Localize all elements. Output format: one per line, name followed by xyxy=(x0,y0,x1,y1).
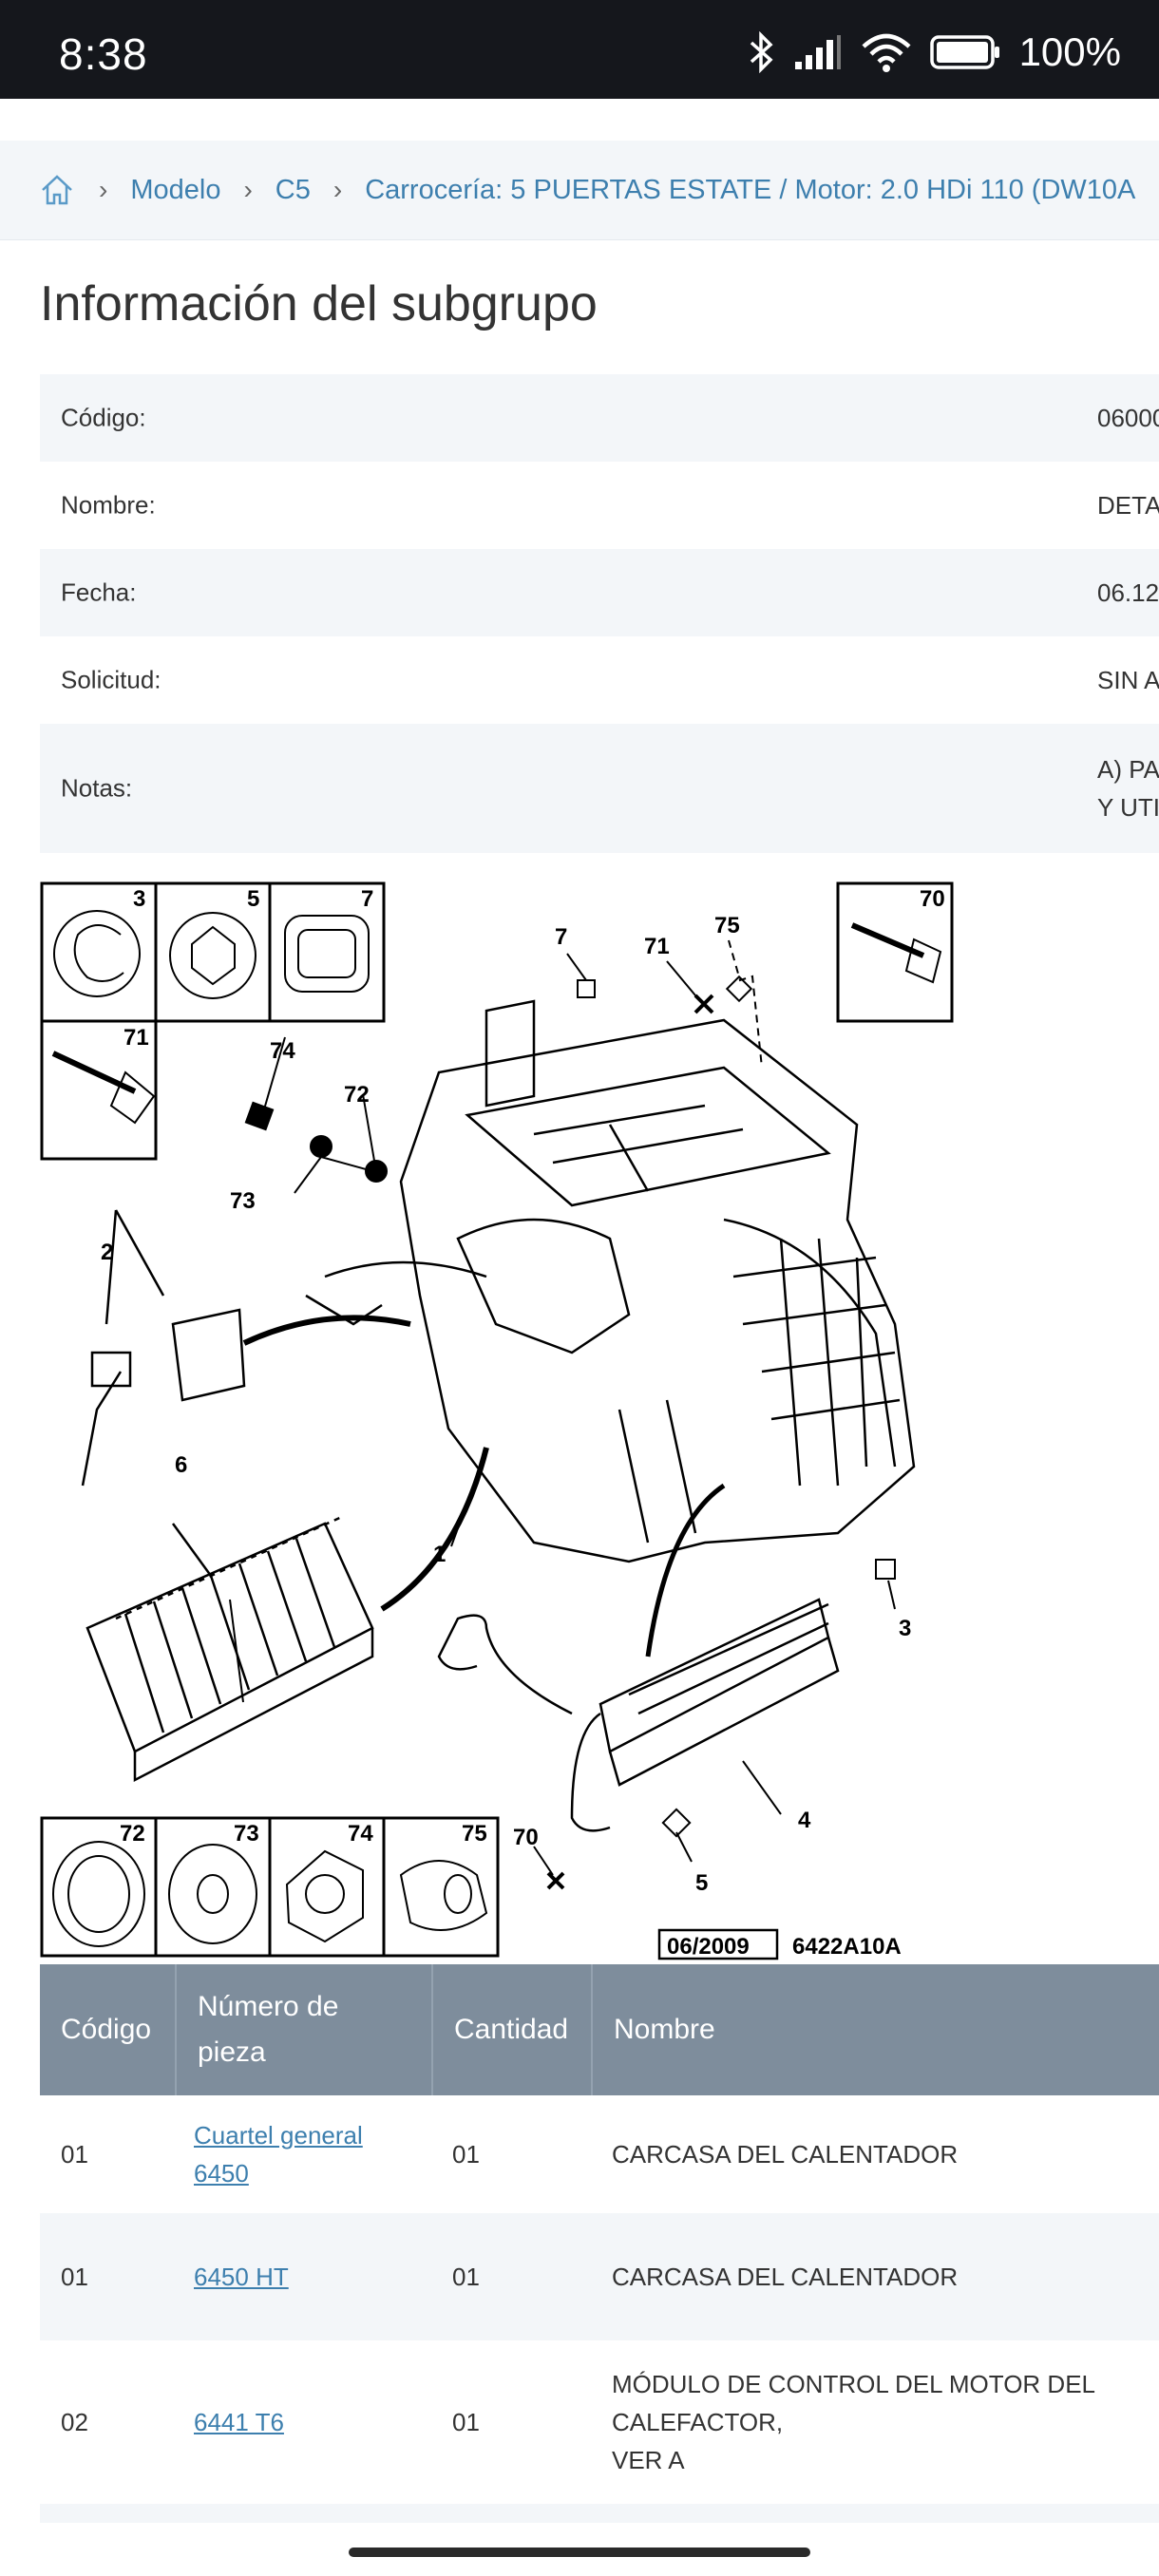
callout-4: 4 xyxy=(798,1808,811,1833)
callout-74: 74 xyxy=(270,1038,295,1064)
page-header-edge xyxy=(0,99,1159,142)
info-label: Notas: xyxy=(61,773,133,803)
status-bar: 8:38 100% xyxy=(0,0,1159,99)
parts-table-header: Código Número de pieza Cantidad Nombre xyxy=(40,1964,1159,2095)
inset-label-74: 74 xyxy=(348,1821,373,1847)
heater-radiator-drawing xyxy=(86,1447,489,1783)
header-quantity: Cantidad xyxy=(454,2014,569,2045)
breadcrumb-c5[interactable]: C5 xyxy=(275,174,311,205)
status-icons: 100% xyxy=(748,28,1121,76)
part-number-link[interactable]: 6450 HT xyxy=(194,2263,289,2291)
inset-label-72: 72 xyxy=(120,1821,145,1847)
heater-housing-drawing xyxy=(305,999,916,1563)
row-name: CARCASA DEL CALENTADOR xyxy=(612,2263,959,2291)
row-code: 02 xyxy=(61,2408,88,2436)
header-divider xyxy=(431,1964,433,2095)
callout-71: 71 xyxy=(644,934,670,959)
callout-73: 73 xyxy=(230,1188,256,1214)
inset-label-73: 73 xyxy=(234,1821,259,1847)
callout-72: 72 xyxy=(344,1082,370,1108)
table-row: 02 6441 T6 01 MÓDULO DE CONTROL DEL MOTO… xyxy=(40,2340,1159,2504)
inset-group-bottom-left xyxy=(40,1816,500,1958)
inset-label-7: 7 xyxy=(361,886,373,912)
header-divider xyxy=(591,1964,593,2095)
callout-6: 6 xyxy=(175,1452,187,1478)
notes-line-1: A) PA xyxy=(1097,755,1159,784)
info-row-request: Solicitud: SIN A xyxy=(40,636,1159,724)
row-quantity: 01 xyxy=(452,2140,480,2169)
header-part-line-2: pieza xyxy=(198,2036,266,2068)
info-row-name: Nombre: DETA xyxy=(40,462,1159,549)
bluetooth-icon xyxy=(750,31,773,73)
info-value: 06.12 xyxy=(1097,578,1159,607)
row-code: 01 xyxy=(61,2263,88,2291)
inset-group-top-left xyxy=(40,881,386,1161)
inset-label-5: 5 xyxy=(247,886,259,912)
table-row: 01 6450 HT 01 CARCASA DEL CALENTADOR xyxy=(40,2213,1159,2340)
battery-icon xyxy=(929,35,999,69)
info-value: A) PA Y UTI xyxy=(1097,750,1159,826)
breadcrumb-body-engine[interactable]: Carrocería: 5 PUERTAS ESTATE / Motor: 2.… xyxy=(365,174,1136,205)
status-time: 8:38 xyxy=(59,29,148,79)
inset-label-3: 3 xyxy=(133,886,145,912)
callout-1: 1 xyxy=(433,1542,446,1567)
breadcrumb-modelo[interactable]: Modelo xyxy=(130,174,221,205)
callout-3: 3 xyxy=(899,1616,911,1641)
signal-icon xyxy=(794,35,841,69)
callout-2: 2 xyxy=(101,1240,113,1265)
table-row xyxy=(40,2504,1159,2523)
notes-line-2: Y UTI xyxy=(1097,793,1159,822)
header-part-line-1: Número de xyxy=(198,1991,339,2022)
info-value: DETA xyxy=(1097,491,1159,520)
header-divider xyxy=(175,1964,177,2095)
callout-5: 5 xyxy=(695,1870,708,1896)
parts-diagram[interactable]: 3 5 7 71 70 xyxy=(40,878,990,1960)
callout-70: 70 xyxy=(513,1825,539,1850)
info-label: Nombre: xyxy=(61,490,156,520)
info-row-notes: Notas: A) PA Y UTI xyxy=(40,724,1159,853)
row-quantity: 01 xyxy=(452,2263,480,2291)
date-stamp: 06/2009 xyxy=(667,1934,750,1960)
row-quantity: 01 xyxy=(452,2408,480,2436)
fastener-markers xyxy=(244,975,896,1890)
info-row-date: Fecha: 06.12 xyxy=(40,549,1159,636)
wifi-icon xyxy=(862,33,911,72)
breadcrumb-separator: › xyxy=(332,175,343,204)
inset-label-70: 70 xyxy=(920,886,945,912)
leader-lines xyxy=(229,939,896,1876)
parts-table: Código Número de pieza Cantidad Nombre 01… xyxy=(40,1964,1159,2523)
breadcrumb-separator: › xyxy=(243,175,253,204)
date-stamp-box xyxy=(657,1928,779,1960)
home-indicator[interactable] xyxy=(349,2548,810,2557)
diagram-reference: 6422A10A xyxy=(792,1934,902,1960)
header-name: Nombre xyxy=(614,2014,715,2045)
info-row-code: Código: 06000 xyxy=(40,374,1159,462)
row-name: CARCASA DEL CALENTADOR xyxy=(612,2140,959,2169)
header-part-number: Número de pieza xyxy=(177,1964,433,2095)
inset-label-71: 71 xyxy=(124,1025,149,1051)
inset-screw-70 xyxy=(836,881,954,1023)
electric-heater-drawing xyxy=(437,1483,840,1832)
info-value: 06000 xyxy=(1097,404,1159,432)
header-code: Código xyxy=(61,2014,152,2045)
callout-7: 7 xyxy=(555,924,567,950)
breadcrumb-separator: › xyxy=(99,175,108,204)
section-title: Información del subgrupo xyxy=(40,276,598,331)
info-label: Solicitud: xyxy=(61,665,162,694)
info-label: Fecha: xyxy=(61,578,137,607)
info-label: Código: xyxy=(61,403,146,432)
inset-label-75: 75 xyxy=(462,1821,487,1847)
battery-percent: 100% xyxy=(1018,29,1121,74)
callout-75: 75 xyxy=(714,913,740,938)
control-module-drawing xyxy=(81,1209,411,1487)
breadcrumb: › Modelo › C5 › Carrocería: 5 PUERTAS ES… xyxy=(0,141,1159,240)
info-value: SIN A xyxy=(1097,666,1159,694)
home-icon[interactable] xyxy=(38,171,76,209)
part-number-link[interactable]: 6441 T6 xyxy=(194,2408,284,2436)
subgroup-info-table: Código: 06000 Nombre: DETA Fecha: 06.12 … xyxy=(40,374,1159,853)
row-code: 01 xyxy=(61,2140,88,2169)
